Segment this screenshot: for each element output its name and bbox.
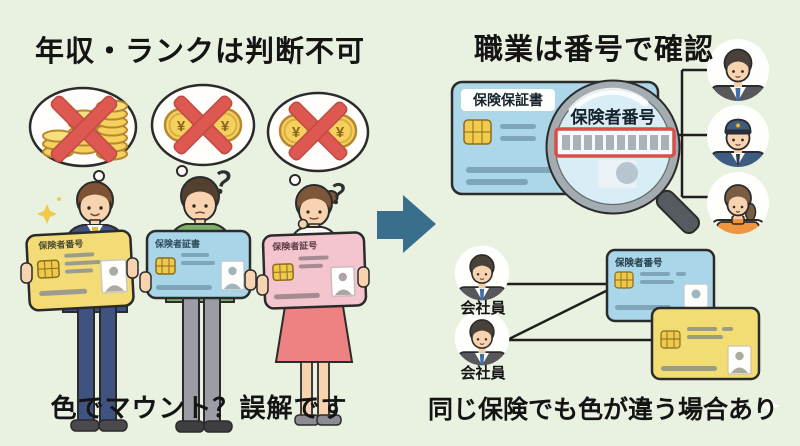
worker-label-1: 会社員 bbox=[460, 300, 506, 317]
avatar-apron-worker bbox=[707, 172, 769, 237]
photo-box bbox=[220, 260, 245, 291]
left-caption: 色でマウント？誤解です bbox=[50, 393, 348, 423]
chip-icon bbox=[660, 330, 681, 349]
avatar-worker-1 bbox=[455, 246, 510, 303]
card-yellow bbox=[25, 229, 135, 312]
arrow-right-icon bbox=[377, 195, 436, 253]
cross-out-icon bbox=[50, 95, 118, 163]
connector-lines-workers bbox=[505, 282, 658, 342]
magnified-field-label: 保険者番号 bbox=[570, 108, 656, 127]
right-caption: 同じ保険でも色が違う場合あり bbox=[427, 396, 778, 424]
svg-text:¥: ¥ bbox=[221, 118, 230, 135]
magnifier-handle bbox=[655, 189, 701, 235]
connector-lines-occupations bbox=[660, 68, 714, 199]
left-title: 年収・ランクは判断不可 bbox=[34, 36, 365, 68]
card-pink-label: 保険者証号 bbox=[272, 240, 318, 252]
magnified-number-box bbox=[554, 127, 676, 158]
small-card-yellow bbox=[650, 306, 761, 381]
avatar-police-officer bbox=[707, 105, 769, 170]
small-card-blue-label: 保険者番号 bbox=[615, 258, 663, 269]
sparkle-icon bbox=[37, 204, 57, 224]
card-pink bbox=[261, 231, 368, 310]
card-blue-label: 保険者証書 bbox=[155, 239, 201, 249]
card-yellow-label: 保険者番号 bbox=[38, 238, 84, 251]
cross-out-icon bbox=[173, 95, 233, 155]
cross-out-icon bbox=[288, 101, 348, 161]
photo-box bbox=[330, 265, 356, 298]
avatar-worker-2 bbox=[455, 311, 510, 368]
svg-text:¥: ¥ bbox=[292, 124, 301, 141]
right-title: 職業は番号で確認 bbox=[473, 34, 714, 66]
magnifier-icon bbox=[545, 79, 701, 235]
small-card-blue bbox=[605, 248, 716, 323]
svg-text:¥: ¥ bbox=[177, 118, 186, 135]
hands bbox=[20, 257, 370, 296]
sparkle-icon bbox=[760, 396, 780, 416]
svg-text:¥: ¥ bbox=[336, 124, 345, 141]
main-card-title-tag: 保険保証書 bbox=[461, 89, 555, 111]
worker-label-2: 会社員 bbox=[460, 365, 506, 382]
photo-box bbox=[99, 258, 128, 294]
card-blue bbox=[145, 229, 252, 300]
